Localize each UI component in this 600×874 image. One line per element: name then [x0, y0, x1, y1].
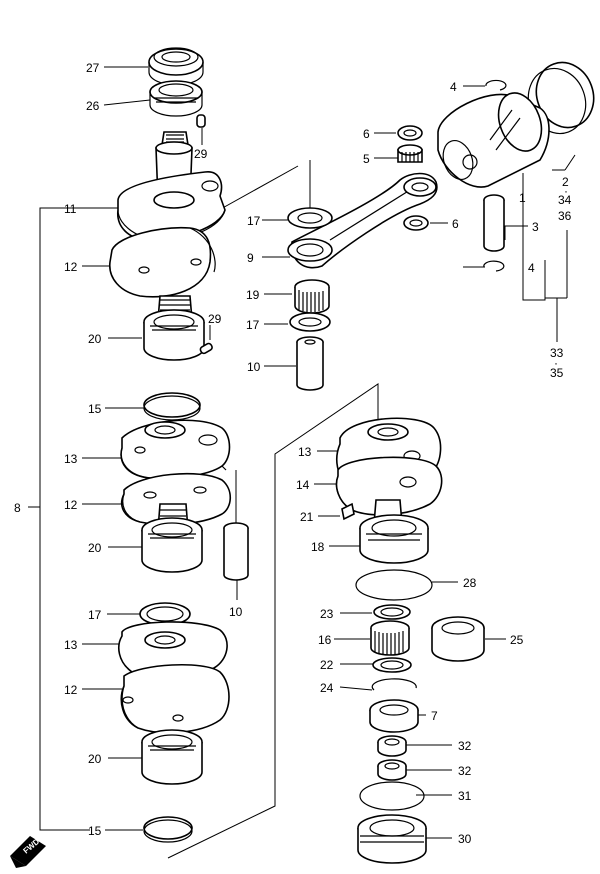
callout: 17 — [246, 318, 260, 332]
callout: 6 — [452, 217, 459, 231]
dot-separator: · — [554, 356, 558, 370]
callout: 20 — [88, 752, 102, 766]
callout: 17 — [247, 214, 261, 228]
callout: 11 — [64, 202, 77, 216]
callout: 35 — [550, 366, 564, 380]
callout-labels: 27 26 29 11 12 20 29 4 6 5 17 9 6 3 4 19… — [14, 61, 572, 846]
callout: 33 — [550, 346, 564, 360]
callout: 30 — [458, 832, 472, 846]
callout: 16 — [318, 633, 332, 647]
callout: 24 — [320, 681, 334, 695]
fwd-direction-icon: FWD — [10, 836, 46, 868]
callout: 27 — [86, 61, 100, 75]
middle-crank-assembly — [120, 392, 249, 581]
callout: 29 — [194, 147, 208, 161]
callout: 8 — [14, 501, 21, 515]
callout: 23 — [320, 607, 334, 621]
callout: 32 — [458, 764, 472, 778]
callout: 15 — [88, 824, 102, 838]
bearing-26 — [149, 80, 203, 117]
callout: 10 — [247, 360, 261, 374]
callout: 32 — [458, 739, 472, 753]
callout: 21 — [300, 510, 314, 524]
callout: 5 — [363, 152, 370, 166]
callout: 4 — [450, 80, 457, 94]
callout: 19 — [246, 288, 260, 302]
callout: 20 — [88, 332, 102, 346]
callout: 4 — [528, 261, 535, 275]
bushing-25 — [431, 616, 485, 662]
right-lower-crank-assembly — [335, 417, 443, 864]
callout: 25 — [510, 633, 524, 647]
crank-web-12 — [109, 226, 216, 298]
callout: 6 — [363, 127, 370, 141]
callout: 18 — [311, 540, 325, 554]
callout: 14 — [296, 478, 310, 492]
callout: 9 — [247, 251, 254, 265]
callout: 13 — [298, 445, 312, 459]
dot-separator: · — [564, 184, 568, 198]
callout: 28 — [463, 576, 477, 590]
callout: 12 — [64, 498, 78, 512]
callout: 34 — [558, 193, 572, 207]
callout: 7 — [431, 709, 438, 723]
upper-crank-assembly — [109, 47, 226, 361]
callout: 31 — [458, 789, 472, 803]
lower-crank-assembly — [118, 602, 230, 843]
callout: 1 — [519, 191, 526, 205]
callout: 29 — [208, 312, 222, 326]
callout: 20 — [88, 541, 102, 555]
callout: 17 — [88, 608, 102, 622]
crank-web-11 — [117, 171, 226, 241]
connecting-rod-group — [287, 125, 438, 391]
oil-seal-27 — [148, 47, 204, 86]
callout: 22 — [320, 658, 334, 672]
callout: 13 — [64, 638, 78, 652]
callout: 3 — [532, 220, 539, 234]
bearing-20-upper — [143, 309, 205, 361]
callout: 15 — [88, 402, 102, 416]
piston-group — [437, 61, 595, 272]
callout: 2 — [562, 175, 569, 189]
callout: 12 — [64, 260, 78, 274]
callout: 10 — [229, 605, 243, 619]
callout: 12 — [64, 683, 78, 697]
callout: 36 — [558, 209, 572, 223]
callout: 26 — [86, 99, 100, 113]
leader-lines — [28, 66, 576, 859]
callout: 13 — [64, 452, 78, 466]
